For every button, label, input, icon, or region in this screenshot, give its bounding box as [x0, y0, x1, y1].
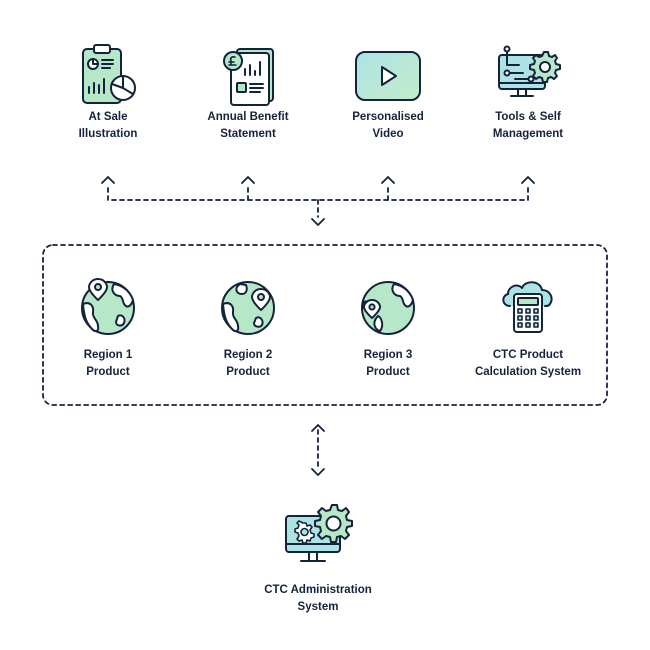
- admin-monitor-gears-icon: [285, 504, 353, 562]
- globe-pin-icon: [81, 278, 135, 335]
- benefit-statement-icon: [223, 48, 274, 106]
- product-label: CTC Product Calculation System: [474, 349, 582, 378]
- arrowhead-down-center: [311, 218, 325, 226]
- top-item-label: Tools & Self Management: [492, 111, 564, 140]
- top-item-personalised-video[interactable]: Personalised Video: [323, 43, 453, 143]
- cloud-calculator-icon: [502, 281, 553, 333]
- product-label: Region 3 Product: [363, 349, 413, 378]
- top-item-annual-benefit-statement: Annual Benefit Statement: [183, 43, 313, 143]
- report-chart-icon: [82, 44, 136, 104]
- globe-pin-icon: [221, 281, 275, 335]
- product-label: Region 1 Product: [83, 349, 133, 378]
- top-item-label: Personalised Video: [352, 111, 424, 140]
- top-item-tools-self-management: Tools & Self Management: [463, 43, 593, 143]
- top-item-label: Annual Benefit Statement: [207, 111, 289, 140]
- product-ctc-calculation-system: CTC Product Calculation System: [463, 276, 593, 381]
- admin-arrowhead-down: [311, 468, 325, 476]
- arrowhead-up-1: [101, 176, 115, 184]
- arrowhead-up-3: [381, 176, 395, 184]
- play-video-icon[interactable]: [355, 43, 421, 109]
- top-item-label: At Sale Illustration: [78, 111, 138, 140]
- monitor-gear-icon: [498, 45, 561, 97]
- product-region-2: Region 2 Product: [183, 276, 313, 381]
- products-group-border: [42, 244, 608, 406]
- top-item-at-sale-illustration: At Sale Illustration: [43, 43, 173, 143]
- product-label: Region 2 Product: [223, 349, 273, 378]
- arrowhead-up-2: [241, 176, 255, 184]
- product-region-1: Region 1 Product: [43, 276, 173, 381]
- arrowhead-up-4: [521, 176, 535, 184]
- globe-pin-icon: [361, 281, 415, 335]
- product-region-3: Region 3 Product: [323, 276, 453, 381]
- top-connector-bus: [107, 187, 529, 201]
- admin-label: CTC Administration System: [264, 584, 372, 613]
- admin-arrowhead-up: [311, 424, 325, 432]
- ctc-administration-system: CTC Administration System: [253, 500, 383, 616]
